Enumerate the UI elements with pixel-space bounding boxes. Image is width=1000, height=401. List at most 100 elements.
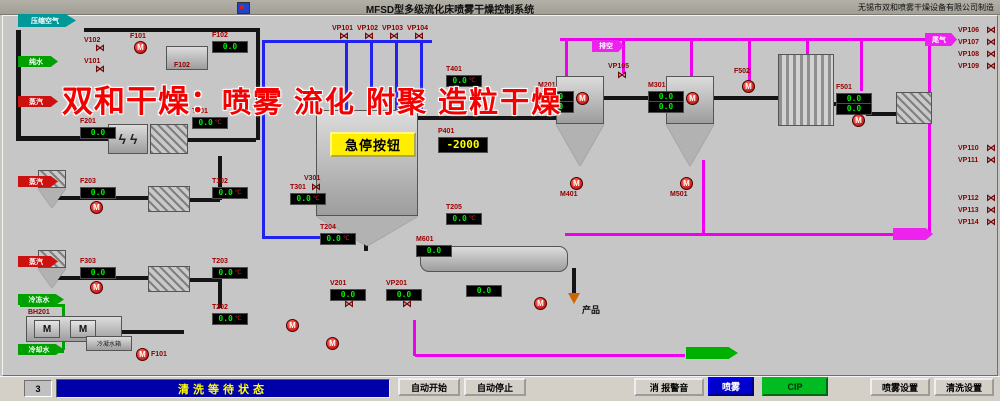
- pipe-cip-return: [565, 233, 930, 236]
- pump-F101[interactable]: M: [134, 41, 147, 54]
- label-product: 产品: [582, 305, 601, 315]
- status-bar: 清洗等待状态: [56, 379, 390, 398]
- tag-steam: 蒸汽: [18, 176, 58, 187]
- display-F303-value-box: 0.0: [80, 267, 116, 279]
- pipe-chamber-to-cyclone: [416, 116, 558, 120]
- display-M601-label: M601: [416, 236, 434, 243]
- display-F303-label: F303: [80, 258, 96, 265]
- valve-VP110[interactable]: ⋈: [986, 143, 996, 154]
- valve-VP103[interactable]: ⋈: [389, 31, 399, 42]
- valve-VP111[interactable]: ⋈: [986, 155, 996, 166]
- display-T201-value-box: 0.0℃: [192, 117, 228, 129]
- auto-stop-button[interactable]: 自动停止: [464, 378, 526, 396]
- label-VP101: VP101: [332, 25, 354, 32]
- pipe-cip: [415, 354, 685, 357]
- pipe-main-air: [84, 28, 260, 32]
- display-F102-value-box: 0.0: [212, 41, 248, 53]
- filter-box: [896, 92, 932, 124]
- valve-VP102[interactable]: ⋈: [364, 31, 374, 42]
- blower-F102: [166, 46, 208, 70]
- display-F303: F303 0.0: [80, 258, 116, 279]
- mute-alarm-button[interactable]: 消 报警音: [634, 378, 704, 396]
- label-VP103: VP103: [382, 25, 404, 32]
- valve-V101[interactable]: ⋈: [95, 64, 105, 75]
- label-V102: V102: [84, 37, 101, 44]
- valve-VP106[interactable]: ⋈: [986, 25, 996, 36]
- pipe: [16, 136, 112, 141]
- pump-M401[interactable]: M: [570, 177, 583, 190]
- display-T203-value-box: 0.0℃: [212, 267, 248, 279]
- display-value-box: 0.0: [648, 101, 684, 113]
- valve-V301[interactable]: ⋈: [311, 182, 321, 193]
- pipe-exhaust: [560, 38, 930, 41]
- tag-exhaust: 尾气: [925, 33, 957, 46]
- label-VP113: VP113: [958, 207, 979, 214]
- valve[interactable]: ⋈: [344, 299, 354, 310]
- clean-settings-button[interactable]: 清洗设置: [934, 378, 994, 396]
- valve-VP107[interactable]: ⋈: [986, 37, 996, 48]
- hopper-cone: [38, 268, 66, 288]
- pump-M501[interactable]: M: [680, 177, 693, 190]
- label-V301: V301: [304, 175, 321, 182]
- display-P401: P401-2000: [438, 128, 488, 153]
- pipe-cip-water: [370, 43, 373, 112]
- display: 0.0: [538, 101, 574, 113]
- display-T204-label: T204: [320, 224, 336, 231]
- pump-F502[interactable]: M: [742, 80, 755, 93]
- valve-VP105[interactable]: ⋈: [617, 70, 627, 81]
- label-VP109: VP109: [958, 63, 980, 70]
- display-P401-label: P401: [438, 128, 455, 135]
- pump-F101b[interactable]: M: [136, 348, 149, 361]
- auto-start-button[interactable]: 自动开始: [398, 378, 460, 396]
- display-value-box: 0.0: [538, 101, 574, 113]
- spray-settings-button[interactable]: 喷雾设置: [870, 378, 930, 396]
- valve-VP112[interactable]: ⋈: [986, 193, 996, 204]
- display-T301-value-box: 0.0℃: [290, 193, 326, 205]
- label-M501: M501: [670, 191, 688, 198]
- pipe: [866, 112, 898, 116]
- valve-VP101[interactable]: ⋈: [339, 31, 349, 42]
- valve-VP114[interactable]: ⋈: [986, 217, 996, 228]
- pump[interactable]: M: [90, 201, 103, 214]
- pump-M301[interactable]: M: [686, 92, 699, 105]
- pump[interactable]: M: [534, 297, 547, 310]
- valve-VP104[interactable]: ⋈: [414, 31, 424, 42]
- cyclone-cone: [666, 124, 714, 166]
- display-VP201-value-box: 0.0: [386, 289, 422, 301]
- pipe-cip-water: [395, 43, 398, 112]
- emergency-stop-button[interactable]: 急停按钮: [330, 132, 416, 157]
- pump[interactable]: M: [326, 337, 339, 350]
- app-icon: [237, 2, 250, 14]
- pipe: [218, 278, 222, 308]
- pipe-cip: [806, 41, 809, 56]
- valve-VP113[interactable]: ⋈: [986, 205, 996, 216]
- pipe: [16, 30, 21, 138]
- display-V201-value-box: 0.0: [330, 289, 366, 301]
- condensate-tank: 冷凝水箱: [86, 336, 132, 351]
- valve-VP109[interactable]: ⋈: [986, 61, 996, 72]
- valve-V102[interactable]: ⋈: [95, 43, 105, 54]
- pump-M201[interactable]: M: [576, 92, 589, 105]
- pump[interactable]: M: [286, 319, 299, 332]
- valve-VP108[interactable]: ⋈: [986, 49, 996, 60]
- fluid-bed: [420, 246, 568, 272]
- pipe: [188, 138, 256, 142]
- pump-F501[interactable]: M: [852, 114, 865, 127]
- display-T401-label: T401: [446, 66, 462, 73]
- display-T204-value-box: 0.0℃: [320, 233, 356, 245]
- label-VP108: VP108: [958, 51, 980, 58]
- pump[interactable]: M: [90, 281, 103, 294]
- label-V101: V101: [84, 58, 101, 65]
- valve[interactable]: ⋈: [402, 299, 412, 310]
- pipe-cip: [565, 41, 568, 78]
- bag-filter: [778, 54, 834, 126]
- display: 0.0: [836, 103, 872, 115]
- spray-button[interactable]: 喷雾: [708, 377, 754, 396]
- display-F501-label: F501: [836, 84, 852, 91]
- cip-button[interactable]: CIP: [762, 377, 828, 396]
- tag-vent: 排空: [592, 40, 624, 52]
- display-M201-label: M201: [538, 82, 556, 89]
